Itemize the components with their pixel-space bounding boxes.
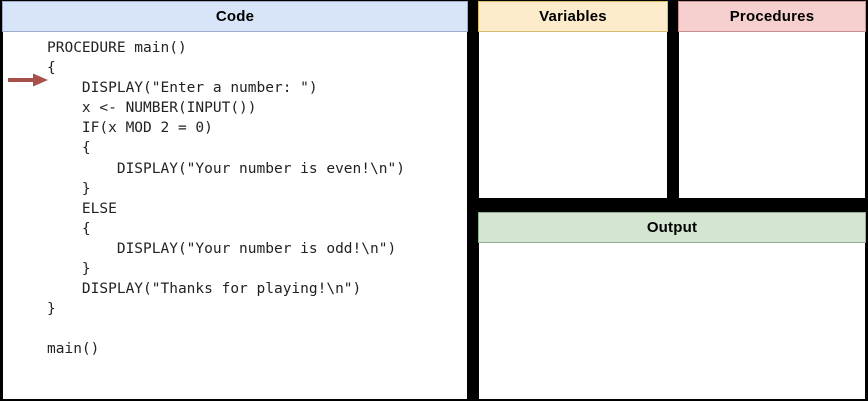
variables-panel: Variables [478, 1, 668, 199]
procedures-panel-title: Procedures [678, 1, 866, 32]
code-line[interactable]: { [47, 220, 91, 237]
code-line[interactable]: IF(x MOD 2 = 0) [47, 120, 213, 137]
output-panel-title: Output [478, 212, 866, 243]
code-listing: PROCEDURE main() { DISPLAY("Enter a numbe… [3, 38, 467, 360]
output-console[interactable] [478, 243, 866, 400]
output-content [479, 243, 865, 257]
output-panel: Output [478, 212, 866, 400]
code-line[interactable]: } [47, 261, 91, 278]
code-line[interactable]: DISPLAY("Thanks for playing!\n") [47, 281, 362, 298]
procedures-panel: Procedures [678, 1, 866, 199]
code-line[interactable]: { [47, 60, 56, 77]
code-panel: Code PROCEDURE main() { DISPLAY("Enter a … [2, 1, 468, 400]
variables-list[interactable] [478, 32, 668, 199]
variables-panel-title: Variables [478, 1, 668, 32]
code-line[interactable]: x <- NUMBER(INPUT()) [47, 100, 257, 117]
code-line[interactable]: PROCEDURE main() [47, 40, 187, 56]
code-line[interactable]: DISPLAY("Enter a number: ") [47, 80, 318, 97]
procedures-content [679, 32, 865, 46]
code-panel-title: Code [2, 1, 468, 32]
procedures-list[interactable] [678, 32, 866, 199]
code-line[interactable]: } [47, 180, 91, 197]
code-line[interactable] [3, 319, 467, 339]
code-line[interactable]: } [47, 301, 56, 318]
code-line[interactable]: DISPLAY("Your number is even!\n") [47, 160, 405, 177]
code-line[interactable]: main() [47, 341, 100, 358]
code-line[interactable]: DISPLAY("Your number is odd!\n") [47, 240, 397, 257]
variables-content [479, 32, 667, 46]
code-line[interactable]: ELSE [47, 200, 117, 217]
code-editor[interactable]: PROCEDURE main() { DISPLAY("Enter a numbe… [2, 32, 468, 400]
code-line[interactable]: { [47, 140, 91, 157]
